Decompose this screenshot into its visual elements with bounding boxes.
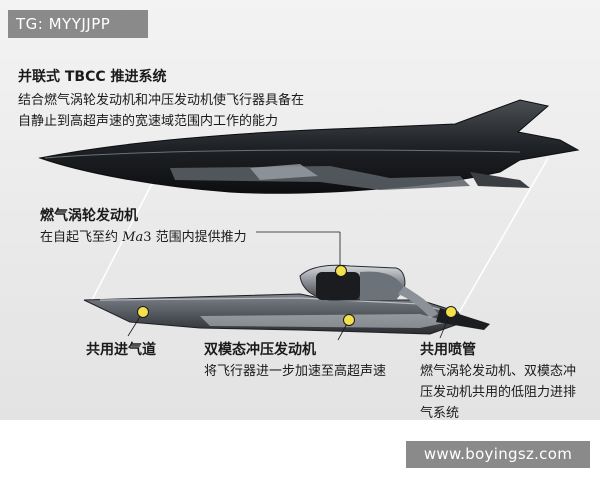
turbine-desc-prefix: 在自起飞至约 xyxy=(40,230,123,245)
nozzle-title: 共用喷管 xyxy=(420,342,476,358)
ramjet-marker xyxy=(343,314,355,326)
connector-line-left xyxy=(91,167,161,301)
tbcc-title: 并联式 TBCC 推进系统 xyxy=(18,69,167,85)
tbcc-desc-line2: 自静止到高超声速的宽速域范围内工作的能力 xyxy=(18,114,279,129)
aircraft-body xyxy=(38,99,580,194)
watermark-top: TG: MYYJJPP xyxy=(8,10,148,38)
inlet-title: 共用进气道 xyxy=(86,342,156,358)
nozzle-marker xyxy=(445,306,457,318)
turbine-desc-num: 3 xyxy=(143,230,152,245)
turbine-marker xyxy=(335,265,347,277)
nozzle-desc-line2: 压发动机共用的低阻力进排 xyxy=(420,385,577,400)
turbine-title: 燃气涡轮发动机 xyxy=(40,208,138,224)
turbine-desc-ma: Ma xyxy=(122,230,144,245)
diagram-panel xyxy=(0,0,600,420)
inlet-marker xyxy=(137,306,149,318)
engine-cutaway xyxy=(83,264,490,335)
turbine-desc-suffix: 范围内提供推力 xyxy=(151,230,247,245)
aircraft-diagram xyxy=(38,99,580,341)
watermark-bottom: www.boyingsz.com xyxy=(406,441,590,468)
nozzle-desc-line3: 气系统 xyxy=(420,406,460,421)
turbine-desc: 在自起飞至约 Ma3 范围内提供推力 xyxy=(40,226,247,245)
connector-line-right xyxy=(455,157,549,319)
nozzle-desc-line1: 燃气涡轮发动机、双模态冲 xyxy=(420,364,577,379)
ramjet-title: 双模态冲压发动机 xyxy=(204,342,316,358)
tbcc-desc-line1: 结合燃气涡轮发动机和冲压发动机使飞行器具备在 xyxy=(18,93,305,108)
ramjet-desc: 将飞行器进一步加速至高超声速 xyxy=(204,364,387,379)
